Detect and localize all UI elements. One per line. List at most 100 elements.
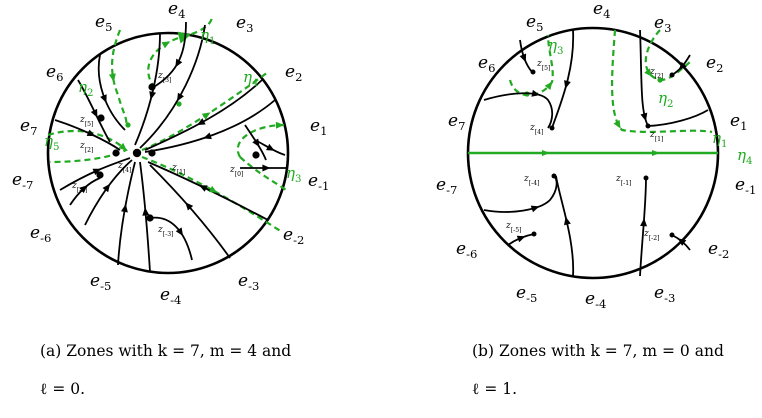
flow-arrow <box>531 89 540 97</box>
traj-a4 <box>151 21 187 89</box>
eta-label: η3 <box>286 164 301 185</box>
flow-arrow <box>640 218 648 227</box>
edge-label: e-2 <box>283 225 304 247</box>
unit-circle-a <box>46 31 290 275</box>
traj-a14 <box>117 161 136 266</box>
point-label: z[-1] <box>615 174 631 187</box>
point-label: z[-2] <box>643 229 659 242</box>
flow-arrow <box>262 164 271 172</box>
edge-label: e-5 <box>516 283 537 305</box>
traj-a6 <box>144 99 276 153</box>
edge-label: e-5 <box>90 271 111 293</box>
edge-label: e5 <box>95 12 112 34</box>
point-label: z[1] <box>171 163 185 176</box>
flow-arrow-green <box>613 119 621 129</box>
edge-label: e-6 <box>30 223 51 245</box>
caption-b: (b) Zones with k = 7, m = 0 and ℓ = 1. <box>472 323 760 418</box>
edge-label: e1 <box>730 111 747 133</box>
flow-arrow <box>203 132 212 140</box>
point-label: z[1] <box>649 130 663 143</box>
eta-label: η2 <box>658 89 673 110</box>
flow-arrow <box>176 92 185 102</box>
edge-label: e-1 <box>308 171 329 193</box>
flow-arrow <box>100 94 107 103</box>
flow-arrow-green <box>201 112 211 120</box>
point-a-z5b <box>112 149 120 157</box>
edge-label: e-1 <box>735 175 756 197</box>
edge-label: e4 <box>168 0 185 21</box>
edge-label: e-6 <box>456 239 477 261</box>
edge-label: e4 <box>593 0 610 21</box>
flow-arrow <box>564 216 571 226</box>
flow-arrow-green <box>108 73 116 82</box>
point-a-z4 <box>132 148 142 158</box>
traj-a17 <box>149 164 231 259</box>
edge-label: e2 <box>285 62 302 84</box>
flow-arrow-green <box>161 41 171 49</box>
flow-arrow <box>102 183 111 193</box>
flow-arrow <box>142 207 150 216</box>
flow-arrow <box>530 205 540 213</box>
point-label: z[2] <box>79 141 93 154</box>
flow-arrow-green <box>544 81 553 90</box>
eta3-curve <box>236 123 287 191</box>
eta-label: η4 <box>243 68 258 89</box>
flow-arrow <box>640 112 648 122</box>
point-label: z[3] <box>157 71 171 84</box>
edge-label: e1 <box>310 116 327 138</box>
eta-label: η2 <box>78 78 93 99</box>
eta-label: η3 <box>548 36 563 57</box>
caption-a-line2: ℓ = 0. <box>40 380 86 398</box>
flow-arrow <box>677 238 687 246</box>
edge-label: e6 <box>46 62 63 84</box>
traj-a18 <box>147 161 269 221</box>
edge-label: e-7 <box>12 170 33 192</box>
caption-b-line1: (b) Zones with k = 7, m = 0 and <box>472 342 724 360</box>
edge-label: e3 <box>236 13 253 35</box>
caption-b-line2: ℓ = 1. <box>472 380 518 398</box>
point-label: z[-4] <box>523 174 539 187</box>
flow-arrow <box>175 58 183 68</box>
point-label: z[2] <box>649 67 663 80</box>
point-label: z[5] <box>79 115 93 128</box>
edge-label: e6 <box>478 53 495 75</box>
eta-label: η5 <box>44 132 59 153</box>
point-a-zm5 <box>96 171 104 179</box>
traj-b4 <box>639 29 709 127</box>
flow-arrow <box>198 185 208 192</box>
eta-label: η1 <box>200 26 215 47</box>
traj-a3 <box>139 24 206 149</box>
point-label: z[4] <box>117 161 131 174</box>
traj-b6 <box>483 175 558 213</box>
eta-label: η1 <box>712 129 727 150</box>
panel-b: e1 e2 e3 e4 e5 e6 e7 e-7 e-6 e-5 e-4 e-3… <box>436 0 756 311</box>
flow-arrow <box>79 185 88 194</box>
flow-arrow-green <box>118 142 127 151</box>
edge-label: e7 <box>20 116 37 138</box>
edge-label: e-3 <box>238 271 259 293</box>
edge-label: e3 <box>654 13 671 35</box>
point-label: z[-3] <box>157 225 173 238</box>
flow-arrow <box>678 61 687 71</box>
point-label: z[0] <box>229 165 243 178</box>
flow-arrow <box>519 53 527 63</box>
edge-label: e-4 <box>585 289 606 311</box>
eta-lower-curve <box>141 155 283 233</box>
point-a-z0 <box>252 151 260 159</box>
edge-label: e-4 <box>160 285 181 307</box>
flow-arrow <box>266 143 275 151</box>
flow-arrow-green <box>275 121 284 129</box>
edge-label: e-2 <box>708 239 729 261</box>
eta1-curve-b <box>610 29 713 134</box>
flow-arrow <box>175 227 184 237</box>
edge-label: e5 <box>526 12 543 34</box>
traj-b1 <box>483 92 554 129</box>
flow-arrow <box>516 235 526 243</box>
flow-arrow-green <box>644 68 653 77</box>
traj-a16 <box>149 216 193 261</box>
flow-arrow <box>149 91 157 100</box>
eta2-curve <box>110 29 128 126</box>
edge-label: e-7 <box>436 175 457 197</box>
point-label: z[-5] <box>505 221 521 234</box>
flow-arrow <box>252 138 260 148</box>
